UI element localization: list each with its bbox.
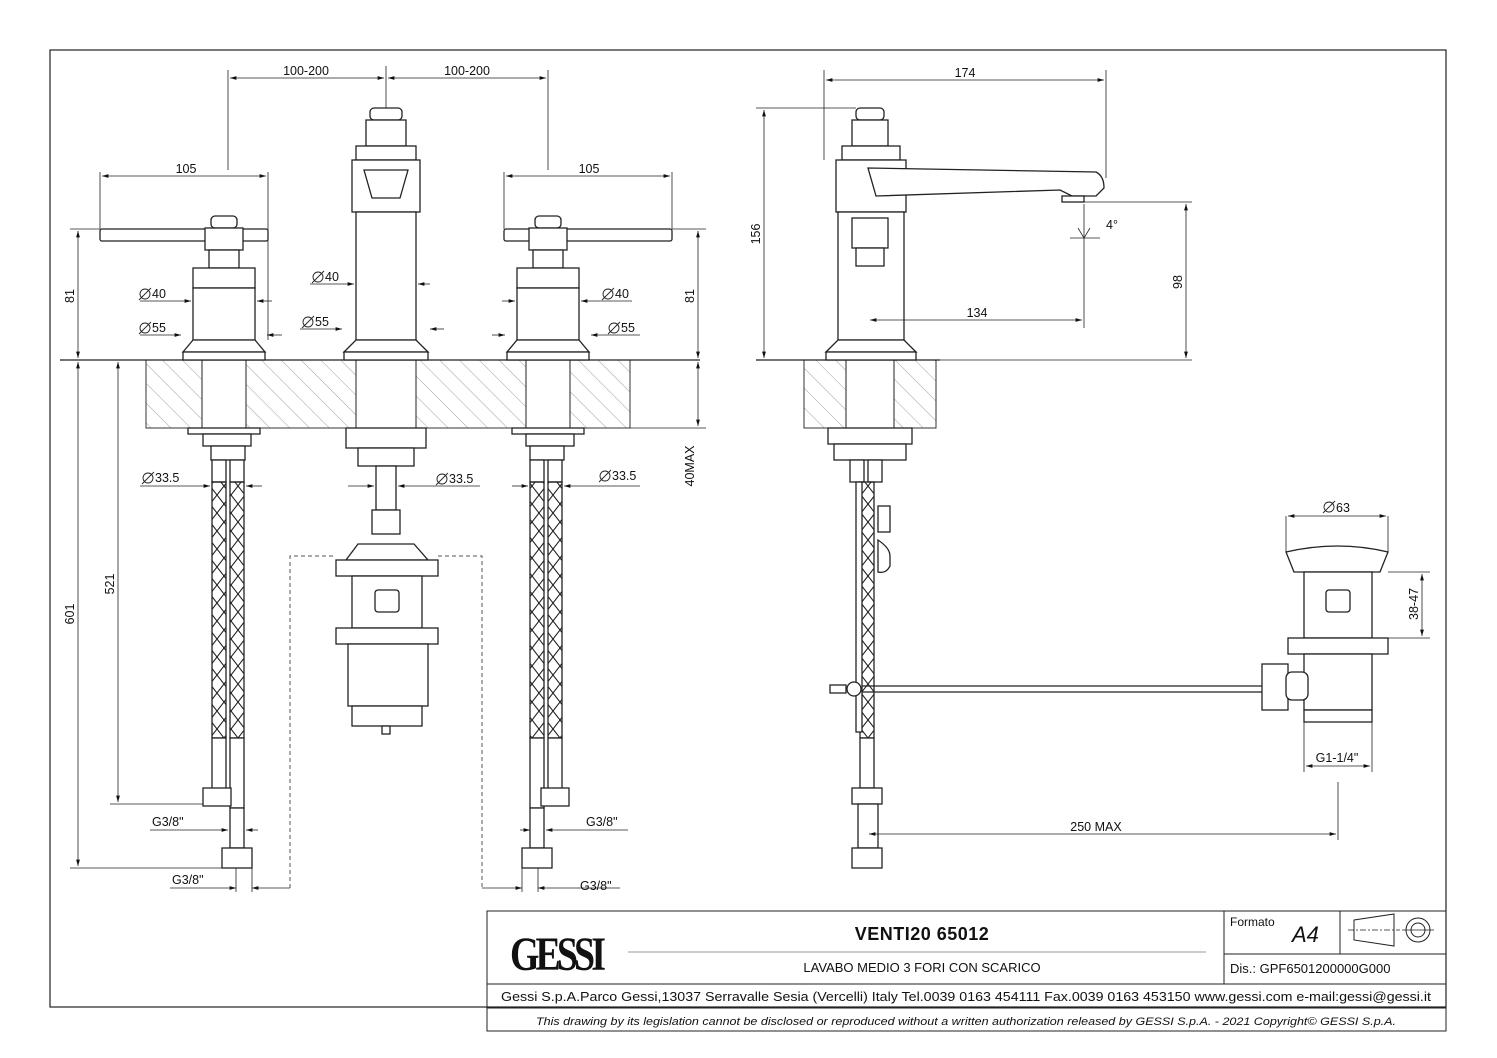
dim-105-right: 105 bbox=[579, 162, 600, 176]
dim-521: 521 bbox=[103, 574, 117, 595]
dim-dia335-center: 33.5 bbox=[449, 472, 473, 486]
dim-dia55-right: 55 bbox=[621, 321, 635, 335]
dim-105-left: 105 bbox=[176, 162, 197, 176]
dim-250max: 250 MAX bbox=[1070, 820, 1122, 834]
diameter-symbols bbox=[138, 270, 1336, 514]
dim-g38-left-upper: G3/8" bbox=[152, 815, 184, 829]
legal-notice: This drawing by its legislation cannot b… bbox=[536, 1016, 1396, 1028]
dim-98: 98 bbox=[1171, 275, 1185, 289]
dim-dia40-center: 40 bbox=[325, 270, 339, 284]
dim-dia55-center: 55 bbox=[315, 315, 329, 329]
side-dimensions bbox=[756, 70, 1430, 840]
product-description: LAVABO MEDIO 3 FORI CON SCARICO bbox=[803, 960, 1040, 975]
dim-dia55-left: 55 bbox=[152, 321, 166, 335]
dim-dia40-right: 40 bbox=[615, 287, 629, 301]
center-spout bbox=[289, 107, 483, 888]
dim-40max: 40MAX bbox=[683, 445, 697, 487]
dim-134: 134 bbox=[967, 306, 988, 320]
dim-g38-left-lower: G3/8" bbox=[172, 873, 204, 887]
dim-100-200-left: 100-200 bbox=[283, 64, 329, 78]
dim-174: 174 bbox=[955, 66, 976, 80]
dim-4deg: 4° bbox=[1106, 218, 1118, 232]
dim-dia335-left: 33.5 bbox=[155, 471, 179, 485]
side-view-mixer bbox=[824, 107, 1262, 869]
dim-81-right: 81 bbox=[683, 289, 697, 303]
front-dimensions bbox=[70, 66, 706, 892]
dim-dia63: 63 bbox=[1336, 501, 1350, 515]
countertop-front bbox=[60, 359, 700, 429]
dim-156: 156 bbox=[749, 224, 763, 245]
drawing-frame bbox=[49, 49, 1447, 1008]
right-handle-valve bbox=[503, 215, 673, 869]
pop-up-drain bbox=[1261, 545, 1389, 723]
dim-g114: G1-1/4" bbox=[1316, 751, 1359, 765]
gessi-logo: GESSI bbox=[510, 928, 605, 981]
drawing-number: Dis.: GPF6501200000G000 bbox=[1230, 961, 1390, 976]
dim-100-200-right: 100-200 bbox=[444, 64, 490, 78]
title-block bbox=[486, 910, 1447, 1032]
dim-601: 601 bbox=[63, 604, 77, 625]
dim-g38-right-upper: G3/8" bbox=[586, 815, 618, 829]
left-handle-valve bbox=[99, 215, 269, 869]
dim-38-47: 38-47 bbox=[1407, 588, 1421, 620]
dim-81-left: 81 bbox=[63, 289, 77, 303]
dim-dia40-left: 40 bbox=[152, 287, 166, 301]
format-label: Formato bbox=[1230, 915, 1275, 929]
dim-g38-right-lower: G3/8" bbox=[580, 879, 612, 893]
format-value: A4 bbox=[1290, 922, 1319, 947]
company-address: Gessi S.p.A.Parco Gessi,13037 Serravalle… bbox=[501, 990, 1432, 1004]
product-title: VENTI20 65012 bbox=[855, 924, 990, 944]
countertop-side bbox=[756, 359, 940, 429]
dim-dia335-right: 33.5 bbox=[612, 469, 636, 483]
